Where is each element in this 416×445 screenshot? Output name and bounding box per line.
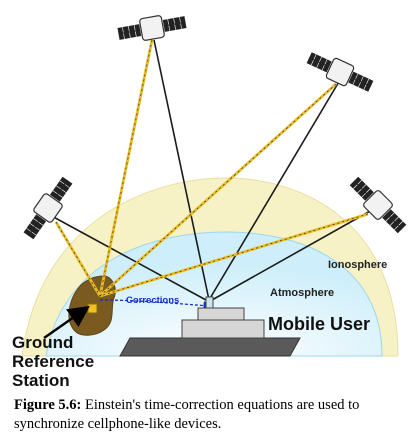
satellite-left (23, 176, 73, 240)
ship-antenna (205, 296, 214, 309)
ship-deck-upper (197, 307, 245, 321)
corrections-label: Corrections (126, 295, 179, 306)
satellite-far-right (349, 176, 407, 234)
mobile-user-label: Mobile User (268, 314, 370, 334)
atmosphere-label: Atmosphere (270, 287, 334, 299)
satellite-right (306, 52, 374, 92)
ground-label-line1: Ground (12, 333, 73, 352)
ship-deck-lower (181, 319, 265, 339)
corrections-link (99, 299, 213, 311)
dark-signal-lines (47, 39, 373, 301)
ground-label-line3: Station (12, 371, 70, 390)
ground-station-pointer-arrow (43, 305, 90, 339)
caption-text: Einstein's time-correction equations are… (14, 397, 360, 432)
ship-hull (119, 337, 301, 357)
ship (119, 296, 301, 357)
figure-caption: Figure 5.6: Einstein's time-correction e… (14, 396, 409, 434)
yellow-signal-lines-dash (55, 39, 369, 297)
ground-label-line2: Reference (12, 352, 94, 371)
satellite-top (117, 15, 187, 41)
atmosphere-band (45, 231, 383, 357)
ground-station-antenna (87, 303, 98, 314)
ionosphere-label: Ionosphere (328, 259, 387, 271)
figure-label: Figure 5.6: (14, 397, 82, 413)
